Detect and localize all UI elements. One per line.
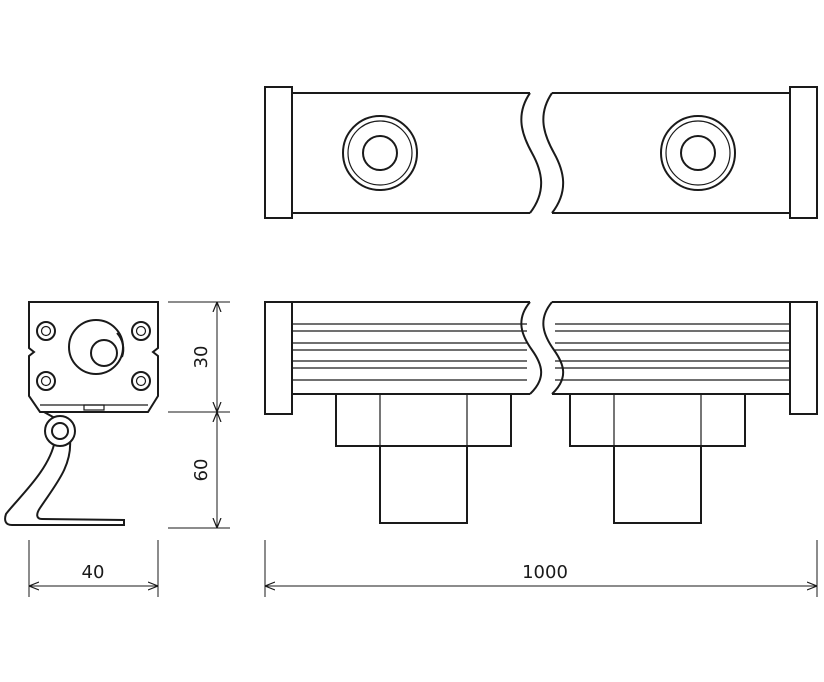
- end-cap-right: [789, 86, 818, 219]
- screw-icons: [36, 321, 151, 391]
- side-view: [4, 301, 159, 526]
- pivot-ring: [44, 415, 76, 447]
- width-dimension-label: 40: [82, 562, 105, 583]
- heat-sink-fins: [292, 323, 790, 381]
- lens-right: [660, 115, 736, 191]
- front-end-cap-left: [264, 301, 293, 415]
- front-view: [264, 301, 818, 524]
- bracket-left: [335, 393, 512, 524]
- lower-height-dimension-label: 60: [191, 459, 212, 482]
- bracket-right: [569, 393, 746, 524]
- top-view: [264, 86, 818, 219]
- upper-height-dimension-label: 30: [191, 346, 212, 369]
- front-end-cap-right: [789, 301, 818, 415]
- dimension-lines: [28, 301, 818, 597]
- end-cap-left: [264, 86, 293, 219]
- length-dimension-label: 1000: [522, 562, 568, 583]
- lens-left: [342, 115, 418, 191]
